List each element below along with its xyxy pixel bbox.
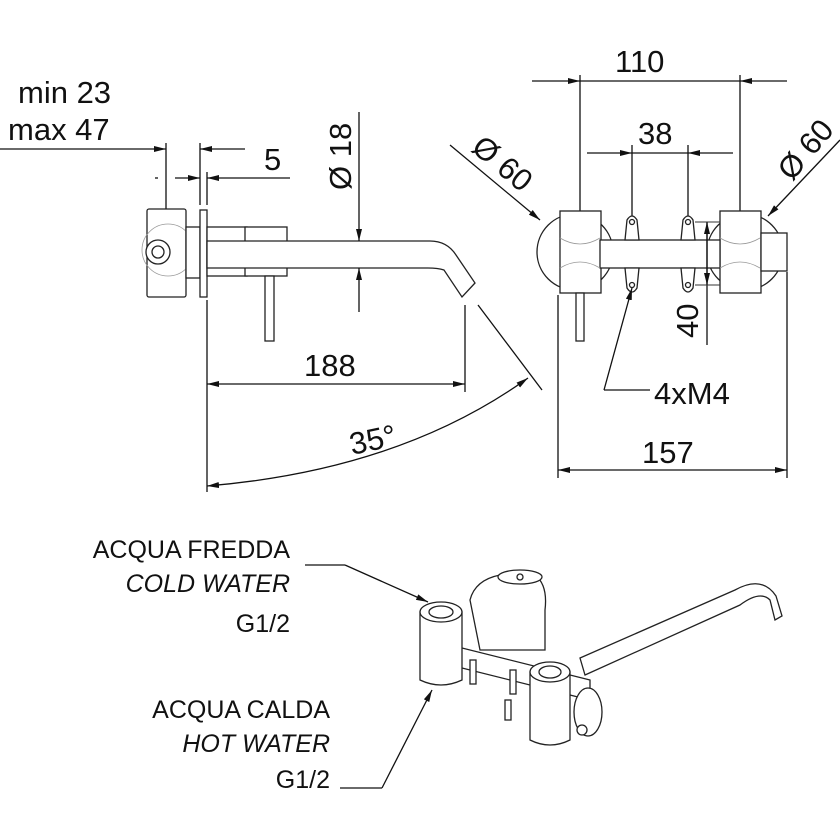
right-rosette-diameter-dimension: Ø 60 (767, 113, 840, 217)
hot-water-label-it: ACQUA CALDA (152, 696, 330, 724)
spout-diameter-dimension: Ø 18 (323, 112, 362, 312)
screws-leader: 4xM4 (603, 287, 730, 411)
cold-water-label-it: ACQUA FREDDA (93, 536, 291, 564)
overall-width-dimension: 157 (557, 272, 788, 478)
spout-diameter-label: Ø 18 (323, 123, 358, 190)
side-view: min 23 max 47 5 (0, 75, 543, 492)
bracket-spacing-dimension: 38 (587, 116, 733, 222)
swivel-angle-dimension: 35° (206, 304, 543, 488)
spout-length-label: 188 (304, 348, 356, 383)
spout-length-dimension: 188 (207, 305, 466, 392)
bracket-height-label: 40 (670, 304, 705, 338)
center-distance-label: 110 (615, 44, 664, 79)
overall-width-label: 157 (642, 435, 694, 470)
wall-depth-max-label: max 47 (8, 112, 110, 147)
front-body (536, 210, 788, 342)
bracket-spacing-label: 38 (638, 116, 672, 151)
hot-water-thread: G1/2 (276, 766, 330, 794)
front-view: 110 38 (449, 44, 840, 478)
left-rosette-diameter-dimension: Ø 60 (449, 129, 541, 221)
swivel-angle-label: 35° (346, 418, 399, 462)
screws-label: 4xM4 (654, 376, 730, 411)
right-rosette-diameter-label: Ø 60 (771, 113, 840, 187)
cold-water-callout: ACQUA FREDDA COLD WATER G1/2 (93, 536, 429, 638)
hot-water-callout: ACQUA CALDA HOT WATER G1/2 (152, 689, 433, 794)
wall-depth-dimension (0, 143, 245, 245)
isometric-view (419, 569, 783, 746)
cold-water-label-en: COLD WATER (126, 570, 290, 598)
flange-thickness-label: 5 (264, 142, 281, 177)
side-body (141, 208, 476, 492)
wall-depth-min-label: min 23 (18, 75, 111, 110)
flange-thickness-dimension: 5 (155, 142, 290, 205)
bracket-height-dimension: 40 (670, 221, 720, 345)
mounting-brackets (624, 215, 696, 293)
cold-water-thread: G1/2 (236, 610, 290, 638)
hot-water-label-en: HOT WATER (182, 730, 330, 758)
